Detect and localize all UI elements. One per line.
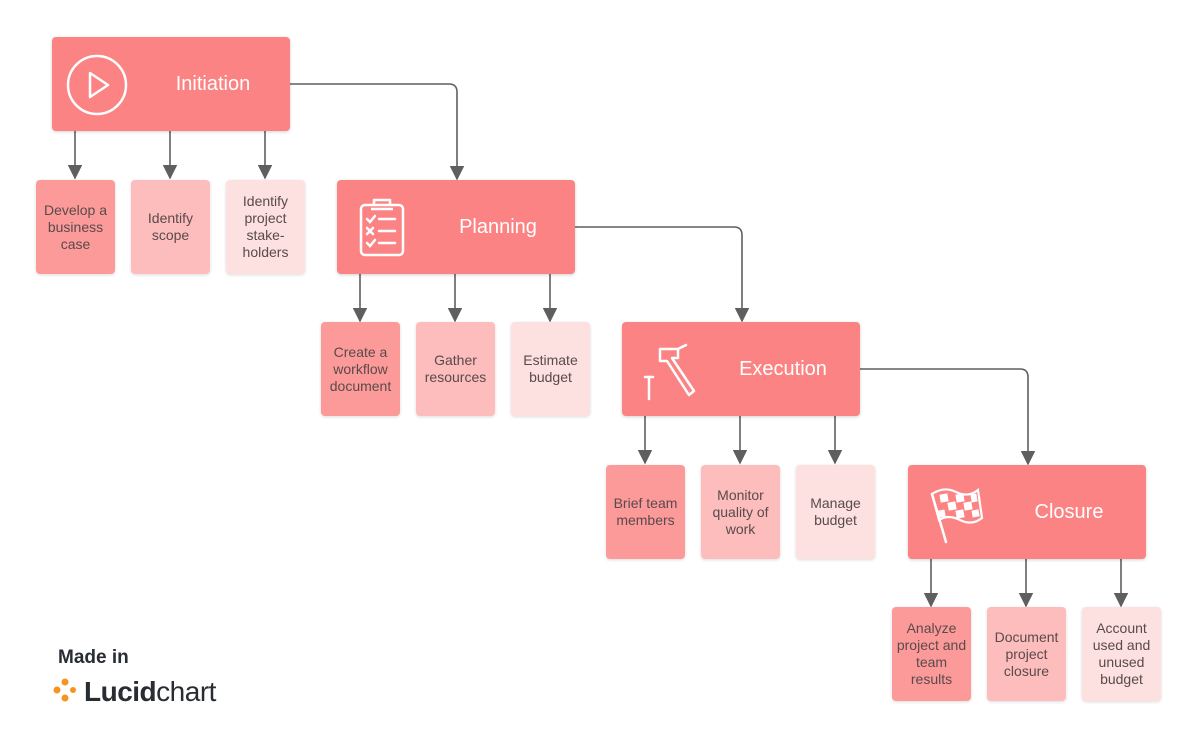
phase-label: Execution — [739, 357, 827, 380]
phase-closure[interactable]: Closure — [908, 465, 1146, 559]
play-circle-icon — [66, 54, 128, 116]
brand-lucid: Lucid — [84, 676, 157, 707]
phase-label: Initiation — [175, 72, 251, 95]
brand-chart: chart — [156, 676, 216, 707]
task-develop-business-case[interactable]: Develop a business case — [36, 180, 115, 274]
phase-connector-2 — [860, 368, 1036, 466]
task-manage-budget[interactable]: Manage budget — [796, 465, 875, 559]
task-brief-team-members[interactable]: Brief team members — [606, 465, 685, 559]
phase-label: Planning — [459, 215, 537, 238]
task-document-closure[interactable]: Document project closure — [987, 607, 1066, 701]
task-estimate-budget[interactable]: Estimate budget — [511, 322, 590, 416]
clipboard-checklist-icon — [351, 197, 413, 259]
task-gather-resources[interactable]: Gather resources — [416, 322, 495, 416]
phase-execution[interactable]: Execution — [622, 322, 860, 416]
phase-connector-0 — [290, 83, 465, 181]
lucidchart-logo-icon — [52, 677, 78, 708]
phase-label: Closure — [1034, 500, 1104, 523]
made-in-text: Made in — [58, 647, 129, 668]
phase-connector-1 — [575, 226, 750, 323]
task-analyze-results[interactable]: Analyze project and team results — [892, 607, 971, 701]
task-account-budget[interactable]: Account used and unused budget — [1082, 607, 1161, 701]
hammer-nail-icon — [636, 339, 698, 401]
task-monitor-quality[interactable]: Monitor quality of work — [701, 465, 780, 559]
task-create-workflow-document[interactable]: Create a workflow document — [321, 322, 400, 416]
task-identify-scope[interactable]: Identify scope — [131, 180, 210, 274]
phase-initiation[interactable]: Initiation — [52, 37, 290, 131]
checkered-flag-icon — [922, 482, 984, 544]
phase-planning[interactable]: Planning — [337, 180, 575, 274]
task-identify-stakeholders[interactable]: Identify project stake-holders — [226, 180, 305, 274]
